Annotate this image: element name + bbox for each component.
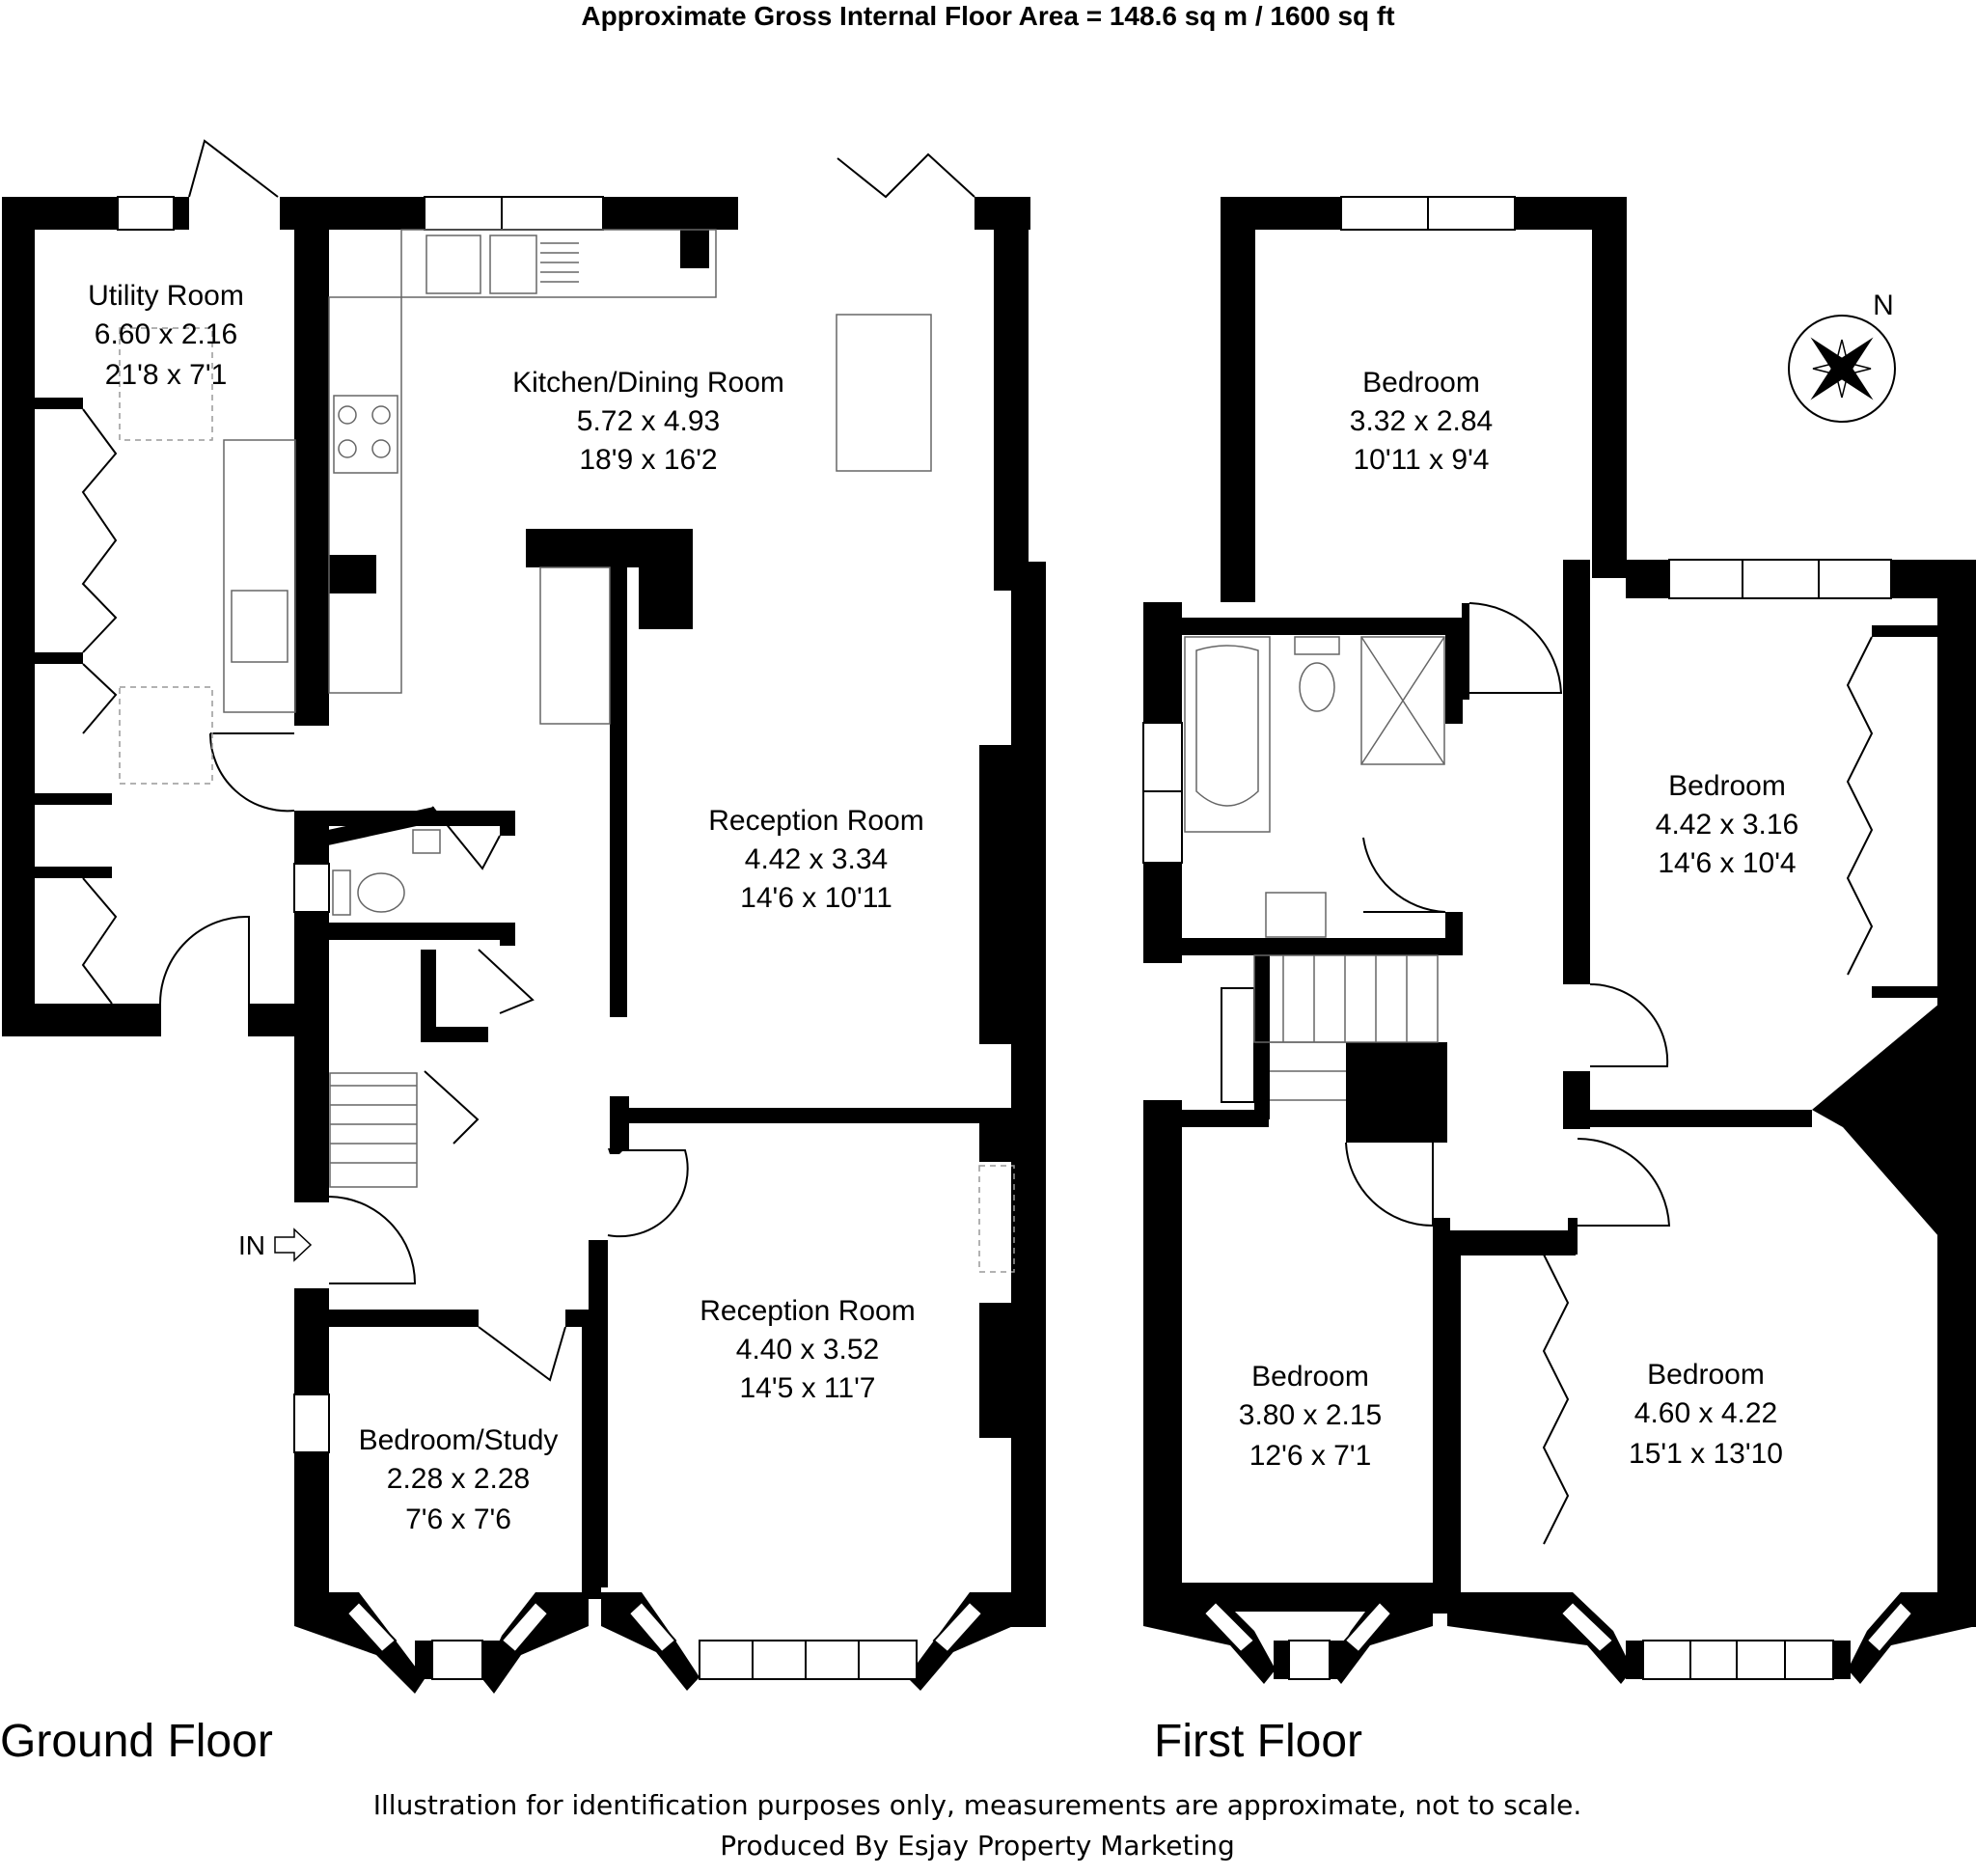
room-label-kitchen: Kitchen/Dining Room 5.72 x 4.93 18'9 x 1… [512,367,784,476]
entrance-arrow-icon [274,1228,313,1262]
room-name: Bedroom [1647,1359,1765,1391]
room-metric: 3.80 x 2.15 [1239,1399,1382,1431]
room-metric: 4.42 x 3.16 [1656,809,1798,841]
room-metric: 4.60 x 4.22 [1634,1397,1777,1429]
room-imperial: 14'6 x 10'4 [1658,847,1796,879]
room-metric: 2.28 x 2.28 [387,1463,530,1495]
disclaimer-text: Illustration for identification purposes… [373,1789,1582,1821]
room-label-reception-2: Reception Room 4.40 x 3.52 14'5 x 11'7 [700,1295,915,1404]
room-name: Bedroom/Study [359,1424,559,1456]
room-label-study: Bedroom/Study 2.28 x 2.28 7'6 x 7'6 [359,1424,559,1535]
room-metric: 4.42 x 3.34 [745,843,888,875]
room-imperial: 18'9 x 16'2 [579,444,717,476]
room-label-utility: Utility Room 6.60 x 2.16 21'8 x 7'1 [88,280,244,391]
room-imperial: 15'1 x 13'10 [1629,1438,1783,1470]
room-name: Bedroom [1251,1361,1369,1393]
floor-area-heading: Approximate Gross Internal Floor Area = … [581,1,1394,31]
room-label-bedroom-3: Bedroom 3.80 x 2.15 12'6 x 7'1 [1239,1361,1382,1472]
producer-credit: Produced By Esjay Property Marketing [720,1830,1235,1862]
room-metric: 3.32 x 2.84 [1350,405,1493,437]
entrance-label: IN [238,1230,265,1260]
room-imperial: 10'11 x 9'4 [1353,444,1489,476]
room-metric: 6.60 x 2.16 [95,318,237,350]
room-name: Kitchen/Dining Room [512,367,784,399]
ground-floor-label: Ground Floor [0,1716,273,1767]
entrance-marker: IN [238,1228,313,1262]
first-floor-plan [1142,196,1976,1684]
compass-north-label: N [1873,290,1894,321]
room-label-bedroom-1: Bedroom 3.32 x 2.84 10'11 x 9'4 [1350,367,1493,476]
room-metric: 4.40 x 3.52 [736,1334,879,1366]
room-imperial: 14'5 x 11'7 [739,1372,875,1404]
room-name: Utility Room [88,280,244,312]
room-imperial: 12'6 x 7'1 [1249,1440,1372,1472]
room-imperial: 21'8 x 7'1 [105,359,228,391]
first-floor-label: First Floor [1154,1716,1362,1767]
room-name: Bedroom [1362,367,1480,399]
room-label-bedroom-4: Bedroom 4.60 x 4.22 15'1 x 13'10 [1629,1359,1783,1470]
ground-floor-plan [2,139,1046,1694]
room-name: Reception Room [708,805,923,837]
room-name: Reception Room [700,1295,915,1327]
compass-icon [1788,315,1896,423]
room-label-bedroom-2: Bedroom 4.42 x 3.16 14'6 x 10'4 [1656,770,1798,879]
room-metric: 5.72 x 4.93 [577,405,720,437]
room-label-reception-1: Reception Room 4.42 x 3.34 14'6 x 10'11 [708,805,923,914]
room-name: Bedroom [1668,770,1786,802]
room-imperial: 14'6 x 10'11 [740,882,892,914]
room-imperial: 7'6 x 7'6 [405,1504,511,1535]
